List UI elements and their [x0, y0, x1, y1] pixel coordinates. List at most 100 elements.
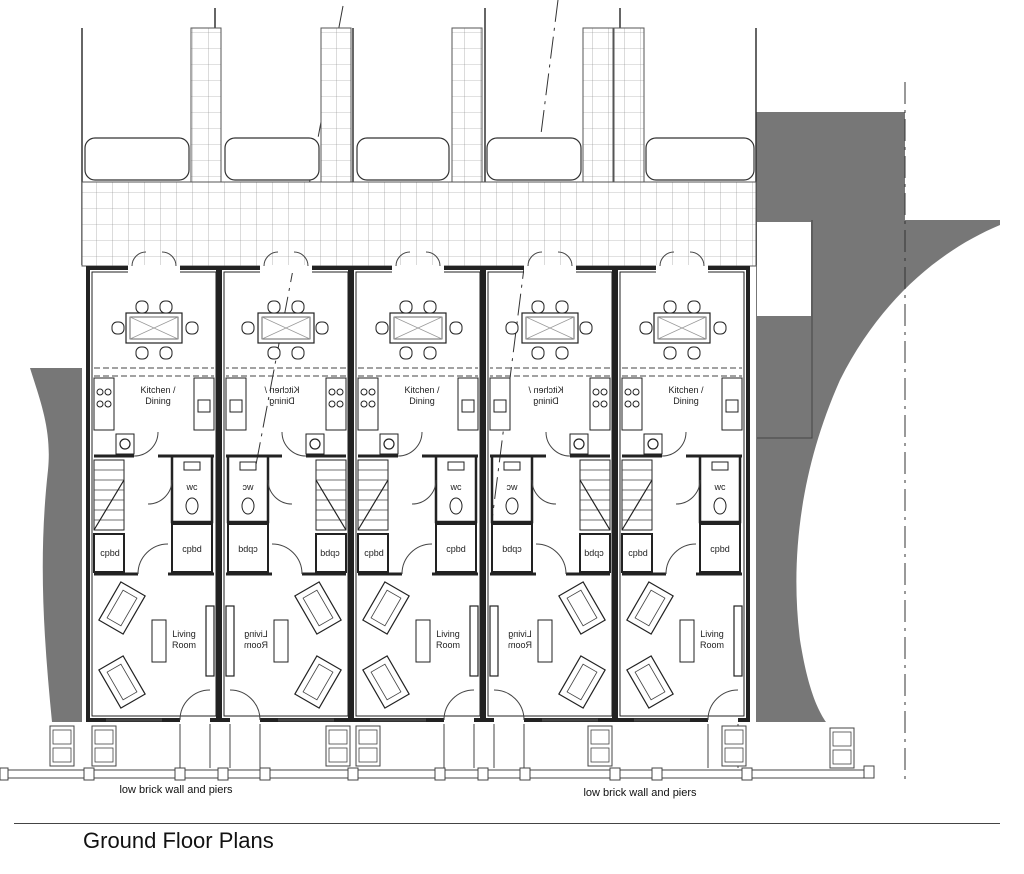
wc-label: wc	[242, 482, 254, 492]
bin-icon	[829, 727, 855, 769]
washing-machine-icon	[643, 433, 663, 455]
site-shading-left	[30, 368, 82, 722]
wc-label: wc	[450, 482, 462, 492]
sink-icon	[229, 399, 243, 413]
rear-door-opening	[260, 265, 312, 273]
cpbd-label: cpbd	[238, 544, 258, 554]
kitchen-door-swing	[133, 431, 159, 457]
toilet-icon	[449, 497, 463, 515]
kitchen-dining-label: Kitchen /Dining	[140, 385, 176, 406]
basin-icon	[711, 461, 729, 471]
rear-door-opening	[392, 265, 444, 273]
tv-unit	[469, 605, 479, 677]
dining-table	[505, 300, 593, 360]
wall-note-right: low brick wall and piers	[583, 787, 697, 799]
sofa-icon	[294, 581, 342, 635]
patio-paving	[81, 181, 757, 267]
basin-icon	[239, 461, 257, 471]
kitchen-door-swing	[661, 431, 687, 457]
cpbd-label: cpbd	[584, 548, 604, 558]
living-door-swing	[137, 543, 169, 575]
sink-icon	[725, 399, 739, 413]
drawing-title: Ground Floor Plans	[83, 828, 274, 853]
toilet-icon	[185, 497, 199, 515]
site-shading-cutout	[757, 222, 811, 316]
living-door-swing	[401, 543, 433, 575]
washing-machine-icon	[305, 433, 325, 455]
armchair-icon	[626, 655, 674, 709]
living-door-swing	[665, 543, 697, 575]
front-path	[229, 724, 261, 768]
hedges	[84, 137, 755, 181]
bin-icon	[587, 725, 613, 767]
rear-door-opening	[524, 265, 576, 273]
front-door-swing	[229, 689, 261, 721]
hob-icon	[592, 388, 608, 408]
front-door-opening	[230, 717, 260, 725]
coffee-table	[537, 619, 553, 663]
cpbd-label: cpbd	[710, 544, 730, 554]
front-path	[493, 724, 525, 768]
cupboard-right	[227, 523, 269, 573]
living-door-swing	[535, 543, 567, 575]
cupboard-left	[357, 533, 389, 573]
front-door-swing	[493, 689, 525, 721]
kitchen-dining-label: Kitchen /Dining	[404, 385, 440, 406]
staircase	[93, 459, 125, 531]
bin-stores	[49, 725, 855, 769]
front-door-opening	[708, 717, 738, 725]
kitchen-door-swing	[281, 431, 307, 457]
front-path	[443, 724, 475, 768]
party-wall	[612, 268, 618, 720]
front-door-opening	[180, 717, 210, 725]
front-door-opening	[444, 717, 474, 725]
sofa-icon	[626, 581, 674, 635]
coffee-table	[415, 619, 431, 663]
coffee-table	[273, 619, 289, 663]
cpbd-label: cpbd	[182, 544, 202, 554]
kitchen-door-swing	[397, 431, 423, 457]
bin-icon	[91, 725, 117, 767]
cpbd-label: cpbd	[446, 544, 466, 554]
wc-label: wc	[506, 482, 518, 492]
cupboard-left	[621, 533, 653, 573]
sink-icon	[461, 399, 475, 413]
dining-table	[111, 300, 199, 360]
wc-room: wc	[411, 454, 478, 524]
wc-label: wc	[186, 482, 198, 492]
wc-room: wc	[226, 454, 293, 524]
bin-icon	[721, 725, 747, 767]
cupboard-left	[579, 533, 611, 573]
toilet-icon	[713, 497, 727, 515]
staircase	[315, 459, 347, 531]
cupboard-right	[171, 523, 213, 573]
staircase	[579, 459, 611, 531]
kitchen-door-swing	[545, 431, 571, 457]
rear-french-doors	[527, 251, 573, 267]
sofa-icon	[98, 581, 146, 635]
cupboard-right	[699, 523, 741, 573]
party-wall	[348, 268, 354, 720]
washing-machine-icon	[115, 433, 135, 455]
kitchen-dining-label: Kitchen /Dining	[668, 385, 704, 406]
armchair-icon	[294, 655, 342, 709]
coffee-table	[151, 619, 167, 663]
hob-icon	[624, 388, 640, 408]
tv-unit	[225, 605, 235, 677]
hob-icon	[328, 388, 344, 408]
site-shading-right	[756, 112, 1000, 722]
staircase	[621, 459, 653, 531]
cupboard-right	[491, 523, 533, 573]
cupboard-left	[315, 533, 347, 573]
cpbd-label: cpbd	[364, 548, 384, 558]
front-door-swing	[707, 689, 739, 721]
